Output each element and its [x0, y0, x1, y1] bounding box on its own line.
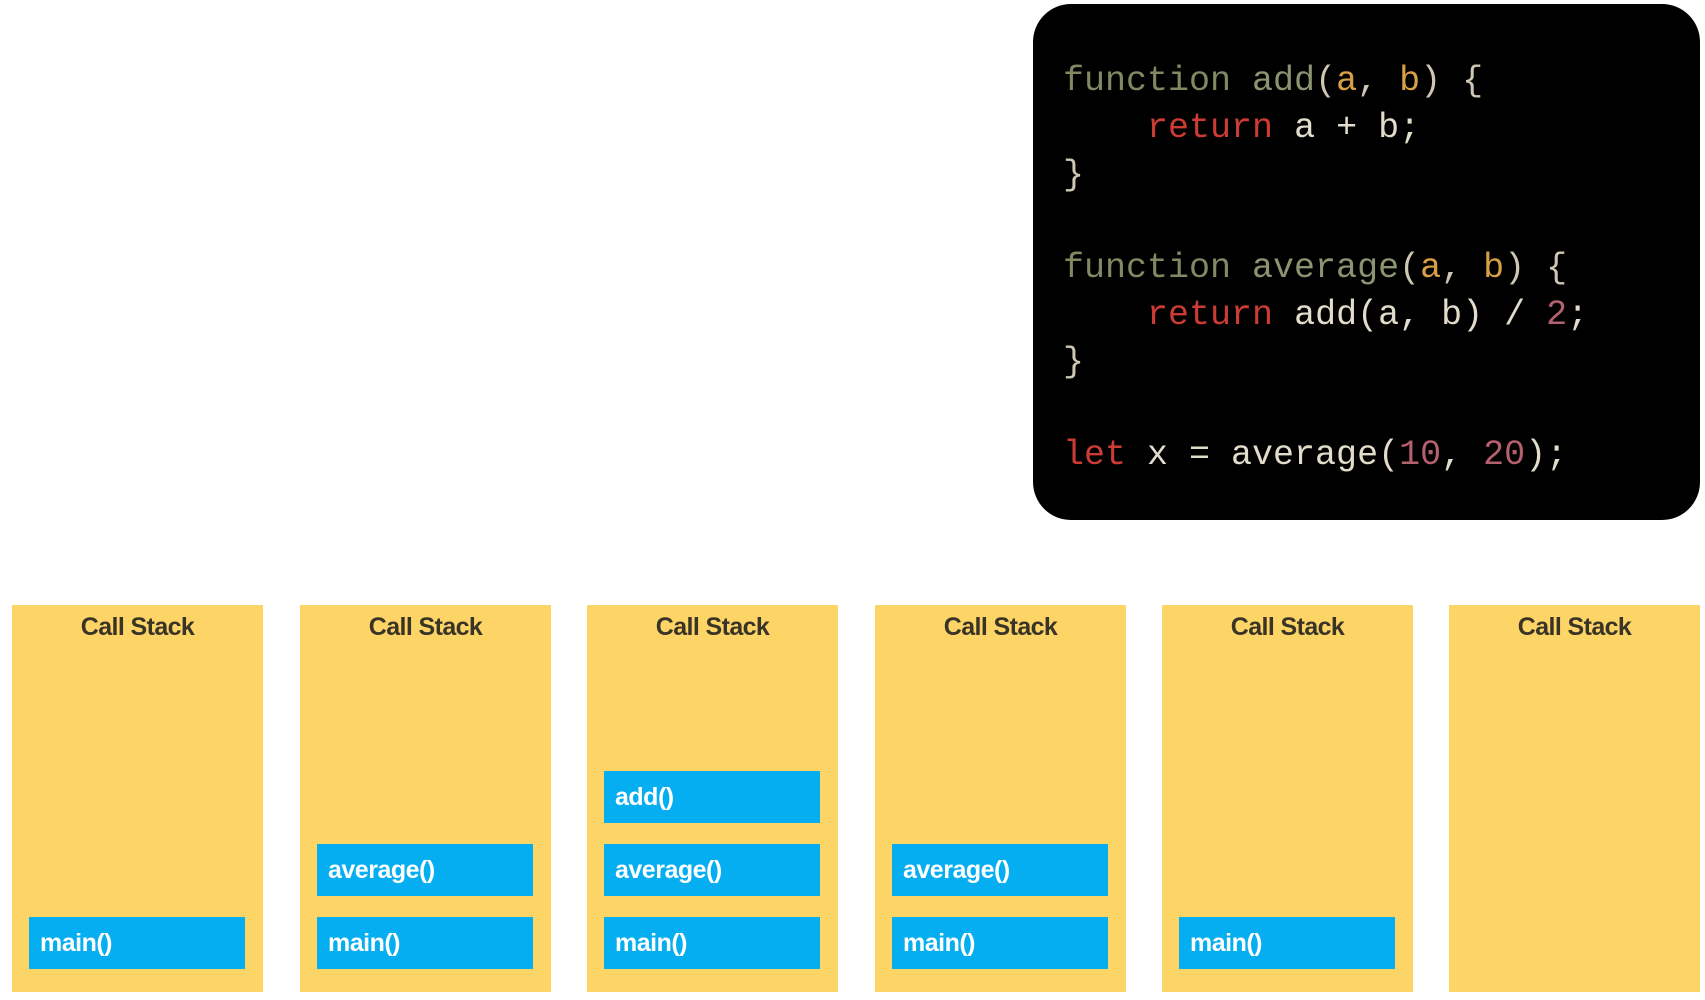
call-stack-panel: Call Stack [1449, 605, 1700, 992]
code-token: add(a, b) / [1294, 295, 1547, 335]
code-token [1063, 295, 1147, 335]
code-token: } [1063, 155, 1085, 195]
stack-frame: average() [604, 844, 820, 896]
code-token [1231, 248, 1252, 288]
call-stack-title: Call Stack [943, 613, 1058, 641]
stack-frame: main() [604, 917, 820, 969]
code-token: } [1063, 342, 1085, 382]
code-token: let [1063, 435, 1127, 475]
code-line: return a + b; [1063, 108, 1420, 148]
call-stack-title: Call Stack [655, 613, 770, 641]
code-token: x = average( [1147, 435, 1400, 475]
stack-frame: main() [317, 917, 533, 969]
code-token: return [1147, 295, 1274, 335]
call-stack-title: Call Stack [1230, 613, 1345, 641]
stack-frame: main() [892, 917, 1108, 969]
stack-frame: add() [604, 771, 820, 823]
code-token: 2 [1546, 295, 1568, 335]
code-token: function [1063, 61, 1232, 101]
code-token [1126, 435, 1147, 475]
code-line: return add(a, b) / 2; [1063, 295, 1588, 335]
code-token: b [1483, 248, 1505, 288]
call-stack-title: Call Stack [1517, 613, 1632, 641]
code-token: ( [1315, 61, 1337, 101]
code-token: add [1252, 61, 1316, 101]
call-stack-panel: Call Stack average() main() [875, 605, 1126, 992]
code-line: function average(a, b) { [1063, 248, 1567, 288]
code-token: , [1357, 61, 1400, 101]
code-token: 20 [1483, 435, 1526, 475]
call-stack-panel: Call Stack add() average() main() [587, 605, 838, 992]
code-token: , [1441, 248, 1484, 288]
code-line: let x = average(10, 20); [1063, 435, 1567, 475]
code-token: average [1252, 248, 1400, 288]
code-token: , [1441, 435, 1484, 475]
call-stack-title: Call Stack [80, 613, 195, 641]
call-stack-panel: Call Stack main() [12, 605, 263, 992]
stack-frame: average() [317, 844, 533, 896]
code-token [1273, 108, 1294, 148]
call-stack-panel: Call Stack average() main() [300, 605, 551, 992]
code-token: ) { [1504, 248, 1568, 288]
code-token [1231, 61, 1252, 101]
code-token: a [1420, 248, 1442, 288]
code-token [1063, 108, 1147, 148]
call-stack-title: Call Stack [368, 613, 483, 641]
code-panel: function add(a, b) { return a + b; } fun… [1033, 4, 1700, 520]
call-stack-panel: Call Stack main() [1162, 605, 1413, 992]
stack-frame: main() [1179, 917, 1395, 969]
stack-frame: main() [29, 917, 245, 969]
code-token: ); [1525, 435, 1568, 475]
code-token: ; [1567, 295, 1589, 335]
code-token: ) { [1420, 61, 1484, 101]
code-token: b [1399, 61, 1421, 101]
code-token: return [1147, 108, 1274, 148]
code-token: a + b; [1294, 108, 1421, 148]
code-token [1273, 295, 1294, 335]
code-token: function [1063, 248, 1232, 288]
code-token: 10 [1399, 435, 1442, 475]
code-line: } [1063, 155, 1084, 195]
code-line: } [1063, 342, 1084, 382]
code-line: function add(a, b) { [1063, 61, 1483, 101]
stack-frame: average() [892, 844, 1108, 896]
code-token: a [1336, 61, 1358, 101]
code-token: ( [1399, 248, 1421, 288]
